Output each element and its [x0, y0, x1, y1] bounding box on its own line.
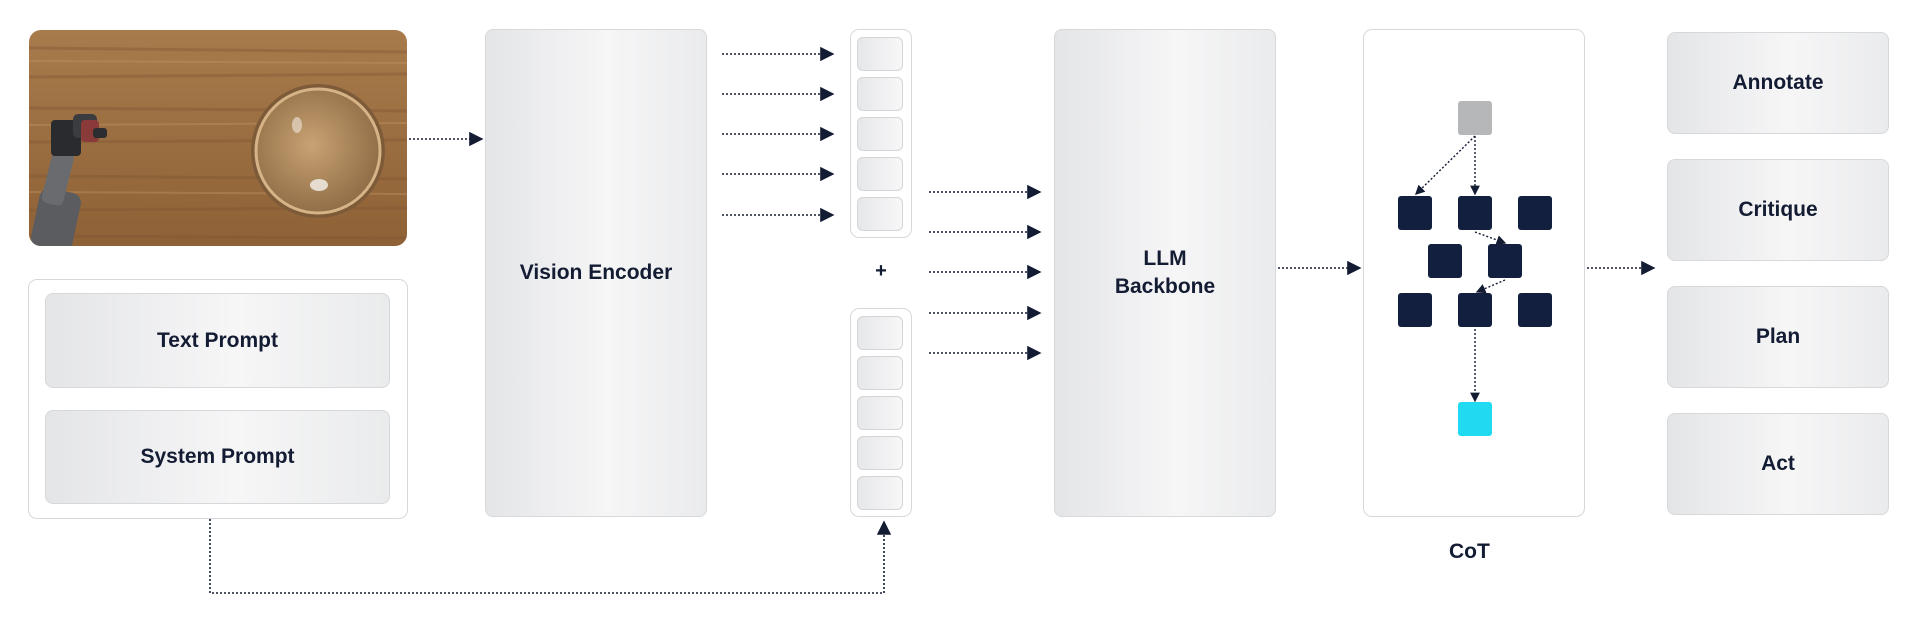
plus-sign: + [875, 260, 887, 282]
cot-result-node [1458, 402, 1492, 436]
cot-node [1398, 196, 1432, 230]
vision-encoder-label: Vision Encoder [519, 261, 673, 284]
system-prompt-label: System Prompt [140, 445, 295, 468]
input-image [29, 30, 407, 246]
cot-node [1518, 196, 1552, 230]
cot-node [1488, 244, 1522, 278]
visual-token [857, 77, 903, 111]
text-prompt-box: Text Prompt [45, 293, 390, 388]
visual-token [857, 37, 903, 71]
cot-edge [1474, 231, 1507, 245]
arrow-prompt-to-text-tokens [209, 519, 892, 594]
text-prompt-label: Text Prompt [157, 328, 278, 352]
cot-root-node [1458, 101, 1492, 135]
cot-label: CoT [1449, 540, 1490, 563]
cot-node [1458, 293, 1492, 327]
visual-token [857, 157, 903, 191]
visual-token-stack [850, 29, 912, 238]
output-critique-box: Critique [1667, 159, 1889, 261]
llm-label-line2: Backbone [1114, 275, 1216, 298]
visual-token [857, 117, 903, 151]
cot-edge [1415, 135, 1476, 195]
cot-graph [1398, 101, 1552, 436]
text-token [857, 356, 903, 390]
visual-token [857, 197, 903, 231]
vision-encoder-box: Vision Encoder [485, 29, 707, 517]
cot-node [1428, 244, 1462, 278]
output-annotate-label: Annotate [1732, 71, 1824, 94]
output-critique-label: Critique [1738, 198, 1818, 221]
output-annotate-box: Annotate [1667, 32, 1889, 134]
cot-panel [1363, 29, 1585, 517]
text-token [857, 316, 903, 350]
output-act-box: Act [1667, 413, 1889, 515]
text-token-stack [850, 308, 912, 517]
text-token [857, 396, 903, 430]
text-token [857, 436, 903, 470]
output-plan-box: Plan [1667, 286, 1889, 388]
robot-scene-image [29, 30, 407, 246]
output-plan-label: Plan [1755, 325, 1801, 348]
cot-node [1398, 293, 1432, 327]
text-token [857, 476, 903, 510]
llm-label-line1: LLM [1143, 247, 1187, 270]
output-act-label: Act [1761, 452, 1795, 475]
llm-backbone-box: LLM Backbone [1054, 29, 1276, 517]
system-prompt-box: System Prompt [45, 410, 390, 504]
cot-node [1518, 293, 1552, 327]
cot-node [1458, 196, 1492, 230]
cot-edge [1475, 279, 1506, 294]
